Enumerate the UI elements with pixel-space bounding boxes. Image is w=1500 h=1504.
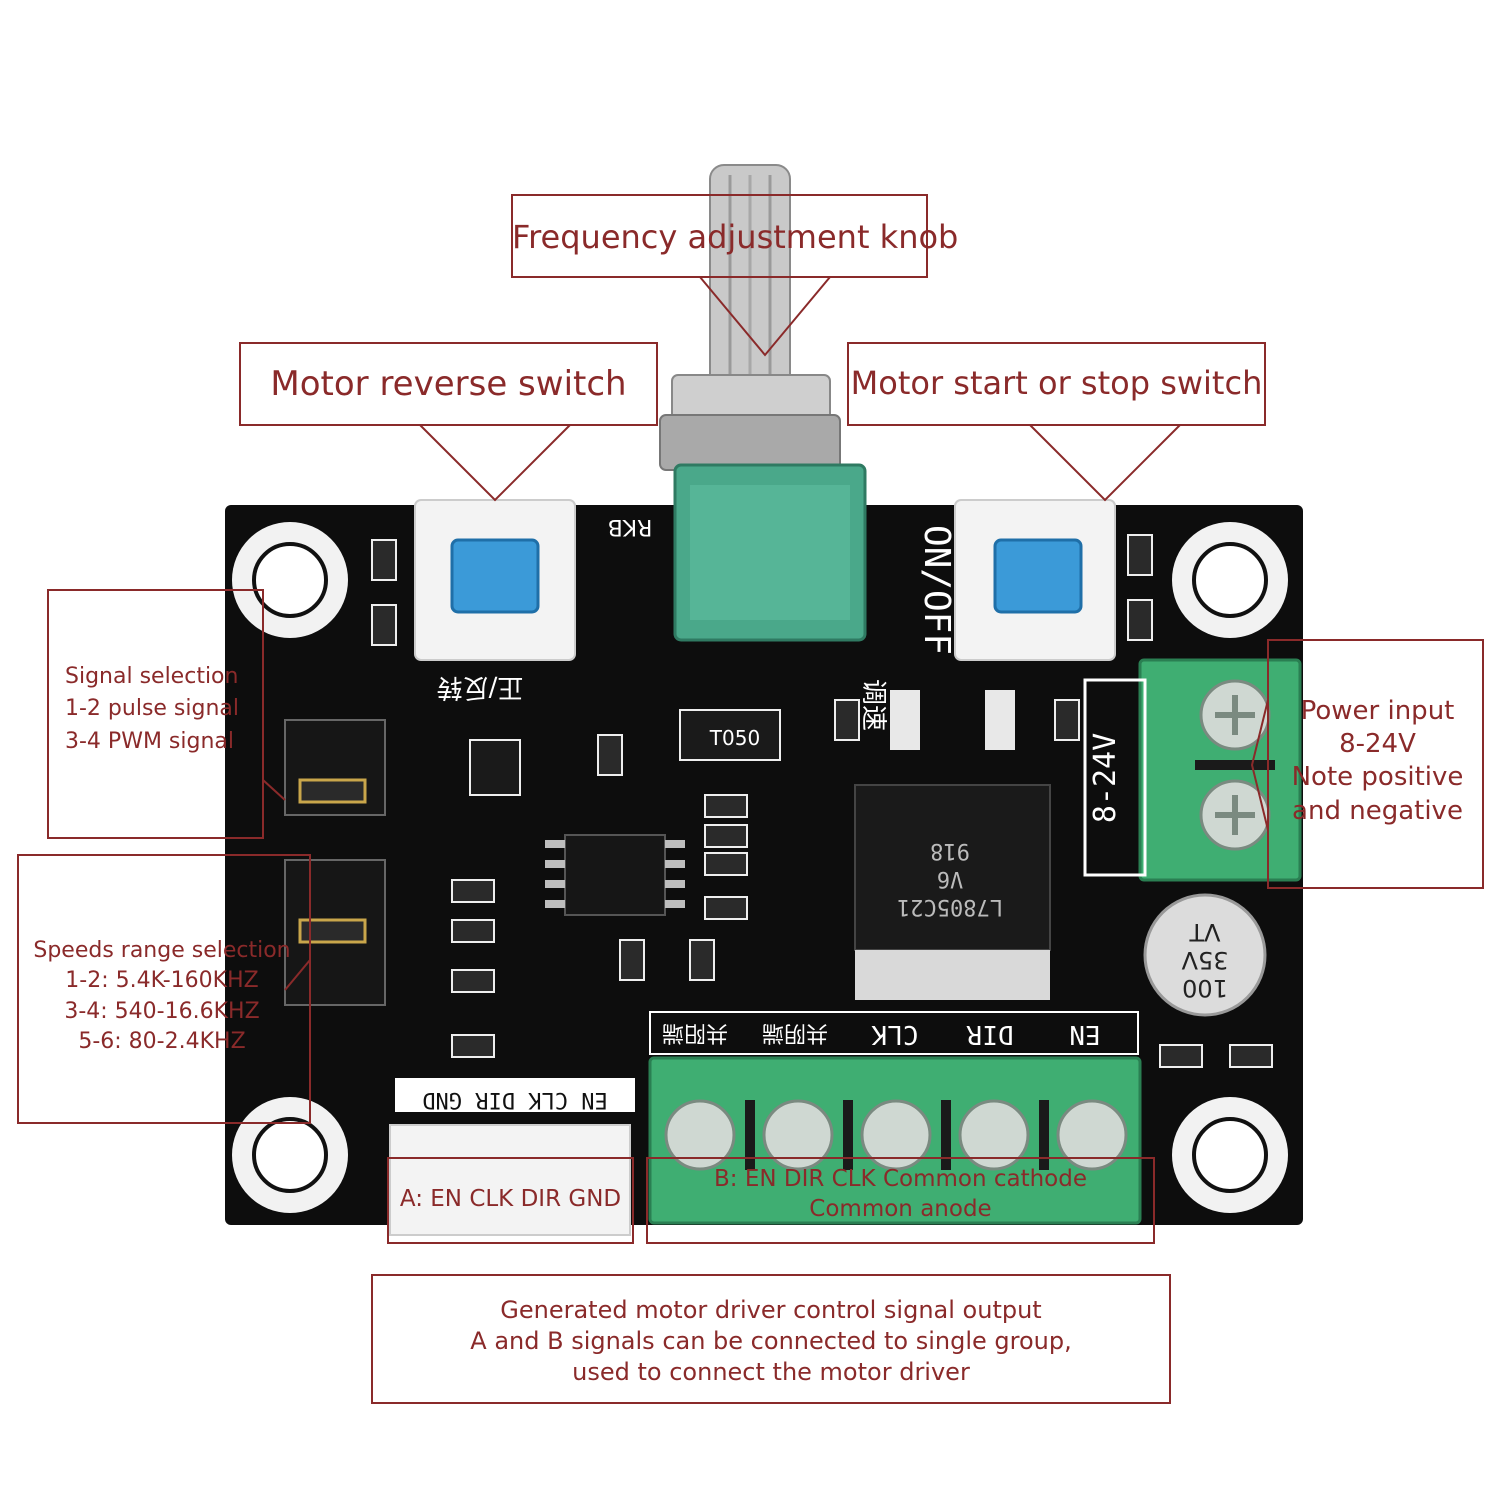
port-b-line-1: B: EN DIR CLK Common cathode [714,1166,1087,1192]
port-b-line-2: Common anode [809,1195,992,1222]
header-a-icon [389,1124,631,1236]
svg-text:35V: 35V [1181,946,1229,974]
board-on-off-label: ON/OFF [916,525,957,655]
svg-text:共阳端: 共阳端 [662,1020,728,1045]
ic-u1-icon [545,834,685,916]
speed-range-1-2: 1-2: 5.4K-160KHZ [65,968,259,994]
svg-text:V6: V6 [937,866,964,891]
board-rkb-label: RKB [608,514,653,539]
capacitor-icon [1143,893,1267,1017]
board-direction-label: 正/反转 [437,672,524,702]
power-input-title: Power input [1300,696,1455,726]
callout-port-b: B: EN DIR CLK Common cathode Common anod… [647,1166,1154,1223]
callout-power-input: Power input 8-24V Note positive and nega… [1270,696,1485,827]
callout-speed-range: Speeds range selection 1-2: 5.4K-160KHZ … [22,938,302,1056]
svg-text:L7805C21: L7805C21 [897,894,1003,919]
power-input-note-2: and negative [1292,795,1463,826]
output-note-line-2: A and B signals can be connected to sing… [470,1326,1072,1355]
mounting-holes [232,522,1288,1213]
speed-range-3-4: 3-4: 540-16.6KHZ [64,998,260,1024]
svg-text:918: 918 [930,838,970,863]
frequency-knob-icon[interactable] [659,164,867,642]
callout-reverse-switch: Motor reverse switch [270,364,627,404]
fuse-label: T050 [709,726,760,750]
jumper-j4-icon[interactable] [284,859,386,1006]
svg-text:DIR: DIR [966,1019,1013,1049]
callout-boxes [17,194,1484,1404]
jumper-j3-icon[interactable] [284,719,386,816]
smd-components [371,534,1273,1068]
chip-marking: L7805C21 V6 918 [897,838,1003,919]
svg-text:VT: VT [1189,918,1220,946]
callout-start-stop-switch: Motor start or stop switch [850,364,1263,402]
power-input-note-1: Note positive [1291,762,1464,793]
reverse-switch-icon[interactable] [414,499,576,661]
output-note-line-3: used to connect the motor driver [572,1357,970,1386]
voltage-regulator-icon [854,690,1051,1000]
callout-output-note: Generated motor driver control signal ou… [372,1296,1170,1386]
speed-range-5-6: 5-6: 80-2.4KHZ [78,1029,246,1055]
capacitor-label: 100 35V VT [1181,918,1229,1002]
output-note-line-1: Generated motor driver control signal ou… [500,1296,1042,1324]
svg-text:EN: EN [1069,1019,1100,1049]
board-speed-label: 调速 [858,679,888,731]
callout-signal-selection: Signal selection 1-2 pulse signal 3-4 PW… [65,664,239,755]
board-power-range: 8-24V [1088,733,1123,823]
signal-selection-pwm: 3-4 PWM signal [65,728,234,754]
power-terminal-icon [1138,658,1302,882]
svg-text:CLK: CLK [871,1019,918,1049]
svg-text:100: 100 [1182,974,1228,1002]
signal-selection-pulse: 1-2 pulse signal [65,696,240,722]
power-input-range: 8-24V [1339,729,1416,760]
signal-selection-title: Signal selection [65,664,239,689]
terminal-label-row: 共阳端 共阴端 CLK DIR EN [662,1019,1101,1049]
callout-frequency-knob: Frequency adjustment knob [512,218,959,256]
svg-text:共阴端: 共阴端 [762,1020,828,1045]
terminal-block-b-icon [648,1056,1142,1225]
header-a-label: EN CLK DIR GND [422,1087,607,1112]
start-stop-switch-icon[interactable] [954,499,1116,661]
callout-port-a: A: EN CLK DIR GND [399,1186,622,1212]
speed-range-title: Speeds range selection [33,938,291,963]
fuse-icon [679,709,781,761]
